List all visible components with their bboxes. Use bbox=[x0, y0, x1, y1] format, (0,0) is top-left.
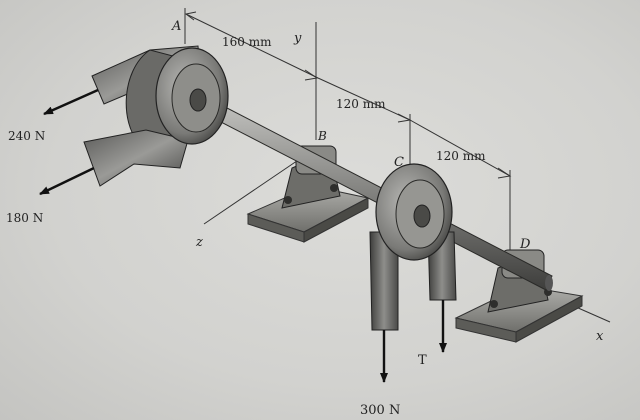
label-point-d: D bbox=[519, 237, 531, 252]
label-point-a: A bbox=[171, 19, 181, 34]
shaft-end-d bbox=[545, 275, 553, 291]
belt-a-lower bbox=[83, 129, 189, 187]
label-point-b: B bbox=[317, 129, 327, 143]
label-force-300n: 300 N bbox=[360, 403, 400, 418]
pulley-c-hub bbox=[413, 204, 431, 228]
pulley-c-assembly bbox=[369, 163, 457, 331]
dim-line-c-d bbox=[409, 119, 511, 177]
dim-line-a-b bbox=[185, 13, 319, 79]
label-axis-x: x bbox=[596, 329, 604, 344]
dim-tick-3 bbox=[397, 113, 412, 123]
label-force-240n: 240 N bbox=[8, 129, 45, 143]
dimension-lines bbox=[184, 8, 512, 262]
label-axis-y: y bbox=[293, 31, 302, 46]
label-point-c: C bbox=[394, 155, 404, 170]
dim-tick-2 bbox=[304, 69, 319, 81]
label-axis-z: z bbox=[195, 235, 203, 250]
pulley-a-hub bbox=[189, 88, 207, 112]
dim-line-b-c bbox=[317, 77, 411, 121]
bearing-b-bolt-1 bbox=[284, 196, 292, 204]
label-dim-c-d: 120 mm bbox=[436, 149, 486, 163]
force-arrows bbox=[39, 88, 447, 383]
label-force-180n: 180 N bbox=[6, 211, 43, 225]
bearing-b-bolt-2 bbox=[330, 184, 338, 192]
labels: A B C D x y z 160 mm 120 mm 120 mm 240 N… bbox=[6, 19, 604, 418]
bearing-d-base-side2 bbox=[515, 295, 583, 343]
force-arrow-180n bbox=[39, 166, 95, 196]
force-arrow-240n bbox=[43, 88, 99, 116]
dim-tick-4 bbox=[497, 167, 512, 179]
bearing-b-base-side2 bbox=[303, 197, 369, 243]
label-force-t: T bbox=[418, 353, 427, 368]
bearing-d-bolt-1 bbox=[490, 300, 498, 308]
pulley-a-assembly bbox=[83, 45, 229, 187]
label-dim-b-c: 120 mm bbox=[336, 97, 386, 111]
dim-tick-1 bbox=[184, 11, 197, 21]
label-dim-a-b: 160 mm bbox=[222, 35, 272, 49]
